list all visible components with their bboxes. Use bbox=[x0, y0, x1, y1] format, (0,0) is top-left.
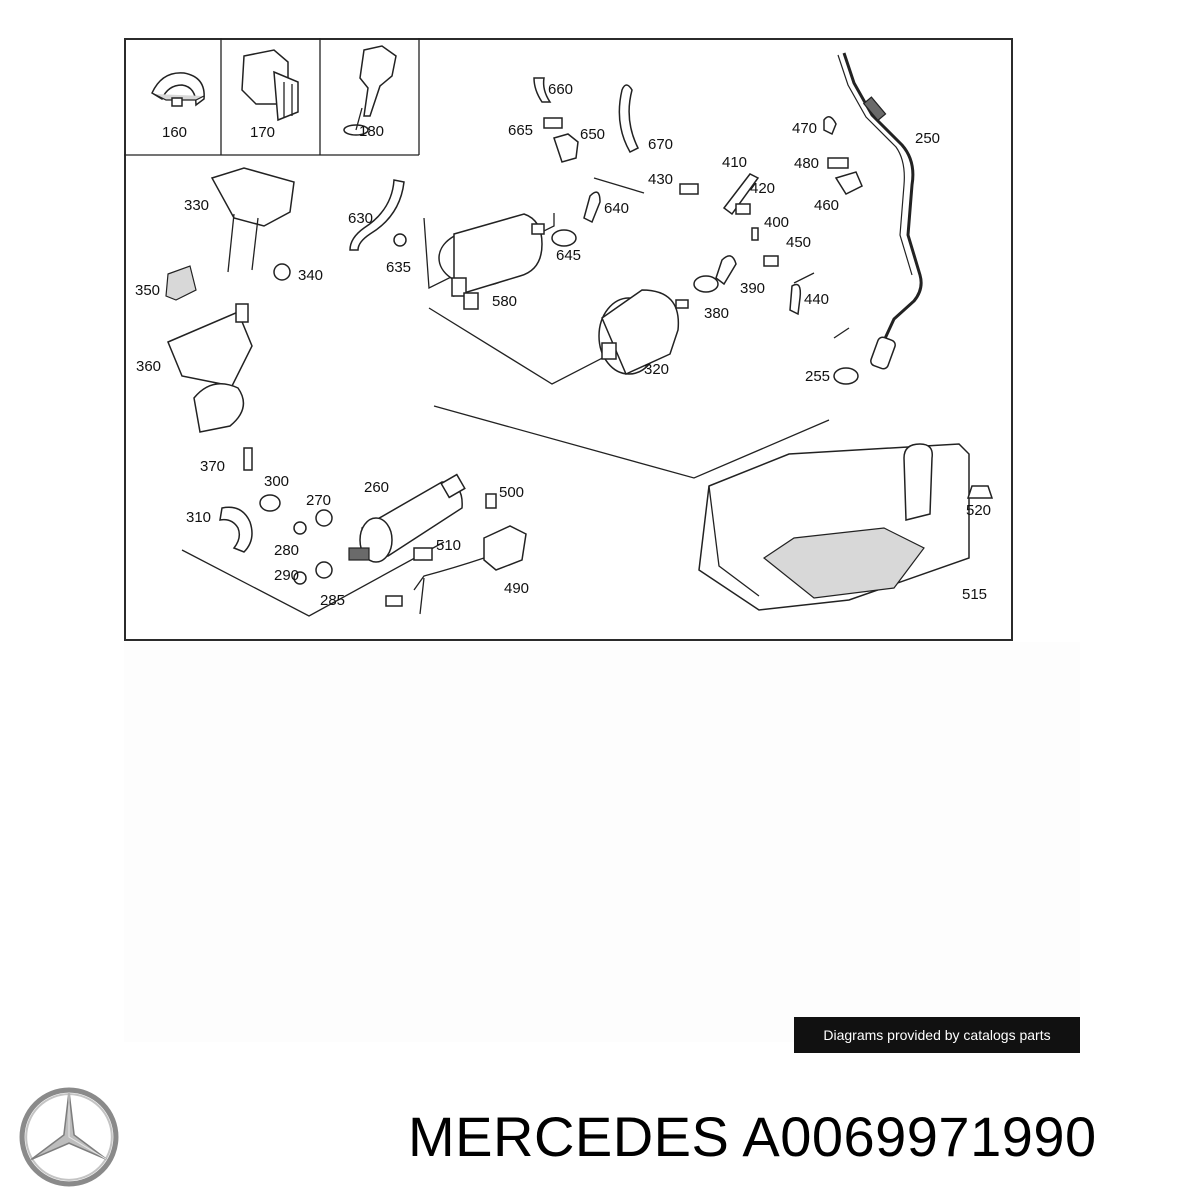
callout-420: 420 bbox=[750, 180, 775, 197]
part-515-tray bbox=[698, 443, 970, 611]
part-250-fuel-line bbox=[837, 52, 923, 370]
callout-500: 500 bbox=[499, 484, 524, 501]
part-490-module bbox=[385, 525, 527, 615]
part-170-bracket bbox=[241, 49, 299, 122]
callout-340: 340 bbox=[298, 267, 323, 284]
callout-410: 410 bbox=[722, 154, 747, 171]
callout-580: 580 bbox=[492, 293, 517, 310]
callout-515: 515 bbox=[962, 586, 987, 603]
exploded-parts-diagram: 160 170 180 660 665 650 670 470 250 480 … bbox=[124, 38, 994, 617]
callout-645: 645 bbox=[556, 247, 581, 264]
part-330-bracket bbox=[210, 167, 295, 281]
callout-630: 630 bbox=[348, 210, 373, 227]
credit-badge: Diagrams provided by catalogs parts bbox=[794, 1017, 1080, 1053]
part-360-bracket bbox=[167, 303, 253, 433]
callout-520: 520 bbox=[966, 502, 991, 519]
part-160-clip bbox=[151, 72, 205, 107]
callout-180: 180 bbox=[359, 123, 384, 140]
callout-640: 640 bbox=[604, 200, 629, 217]
callout-labels: 160 170 180 660 665 650 670 470 250 480 … bbox=[135, 81, 991, 609]
callout-300: 300 bbox=[264, 473, 289, 490]
callout-250: 250 bbox=[915, 130, 940, 147]
callout-470: 470 bbox=[792, 120, 817, 137]
part-350-clip bbox=[165, 265, 197, 301]
callout-510: 510 bbox=[436, 537, 461, 554]
part-260-pump bbox=[348, 473, 466, 563]
callout-360: 360 bbox=[136, 358, 161, 375]
callout-390: 390 bbox=[740, 280, 765, 297]
product-brand: MERCEDES bbox=[408, 1105, 730, 1168]
mercedes-star-icon bbox=[19, 1087, 119, 1187]
callout-160: 160 bbox=[162, 124, 187, 141]
inset-boxes bbox=[124, 38, 420, 156]
page-background bbox=[124, 642, 1080, 1042]
callout-665: 665 bbox=[508, 122, 533, 139]
callout-320: 320 bbox=[644, 361, 669, 378]
callout-670: 670 bbox=[648, 136, 673, 153]
callout-290: 290 bbox=[274, 567, 299, 584]
part-320-filter bbox=[598, 289, 689, 375]
callout-330: 330 bbox=[184, 197, 209, 214]
callout-350: 350 bbox=[135, 282, 160, 299]
small-parts bbox=[219, 77, 994, 585]
part-580-filter bbox=[438, 213, 545, 310]
callout-400: 400 bbox=[764, 214, 789, 231]
callout-270: 270 bbox=[306, 492, 331, 509]
callout-170: 170 bbox=[250, 124, 275, 141]
product-part-number: A0069971990 bbox=[742, 1105, 1097, 1168]
product-title: MERCEDES A0069971990 bbox=[408, 1104, 1097, 1169]
callout-490: 490 bbox=[504, 580, 529, 597]
part-180-bracket bbox=[343, 45, 397, 136]
callout-370: 370 bbox=[200, 458, 225, 475]
callout-280: 280 bbox=[274, 542, 299, 559]
callout-650: 650 bbox=[580, 126, 605, 143]
callout-440: 440 bbox=[804, 291, 829, 308]
callout-460: 460 bbox=[814, 197, 839, 214]
callout-660: 660 bbox=[548, 81, 573, 98]
callout-255: 255 bbox=[805, 368, 830, 385]
callout-430: 430 bbox=[648, 171, 673, 188]
callout-450: 450 bbox=[786, 234, 811, 251]
callout-260: 260 bbox=[364, 479, 389, 496]
callout-310: 310 bbox=[186, 509, 211, 526]
callout-480: 480 bbox=[794, 155, 819, 172]
callout-635: 635 bbox=[386, 259, 411, 276]
callout-380: 380 bbox=[704, 305, 729, 322]
callout-285: 285 bbox=[320, 592, 345, 609]
